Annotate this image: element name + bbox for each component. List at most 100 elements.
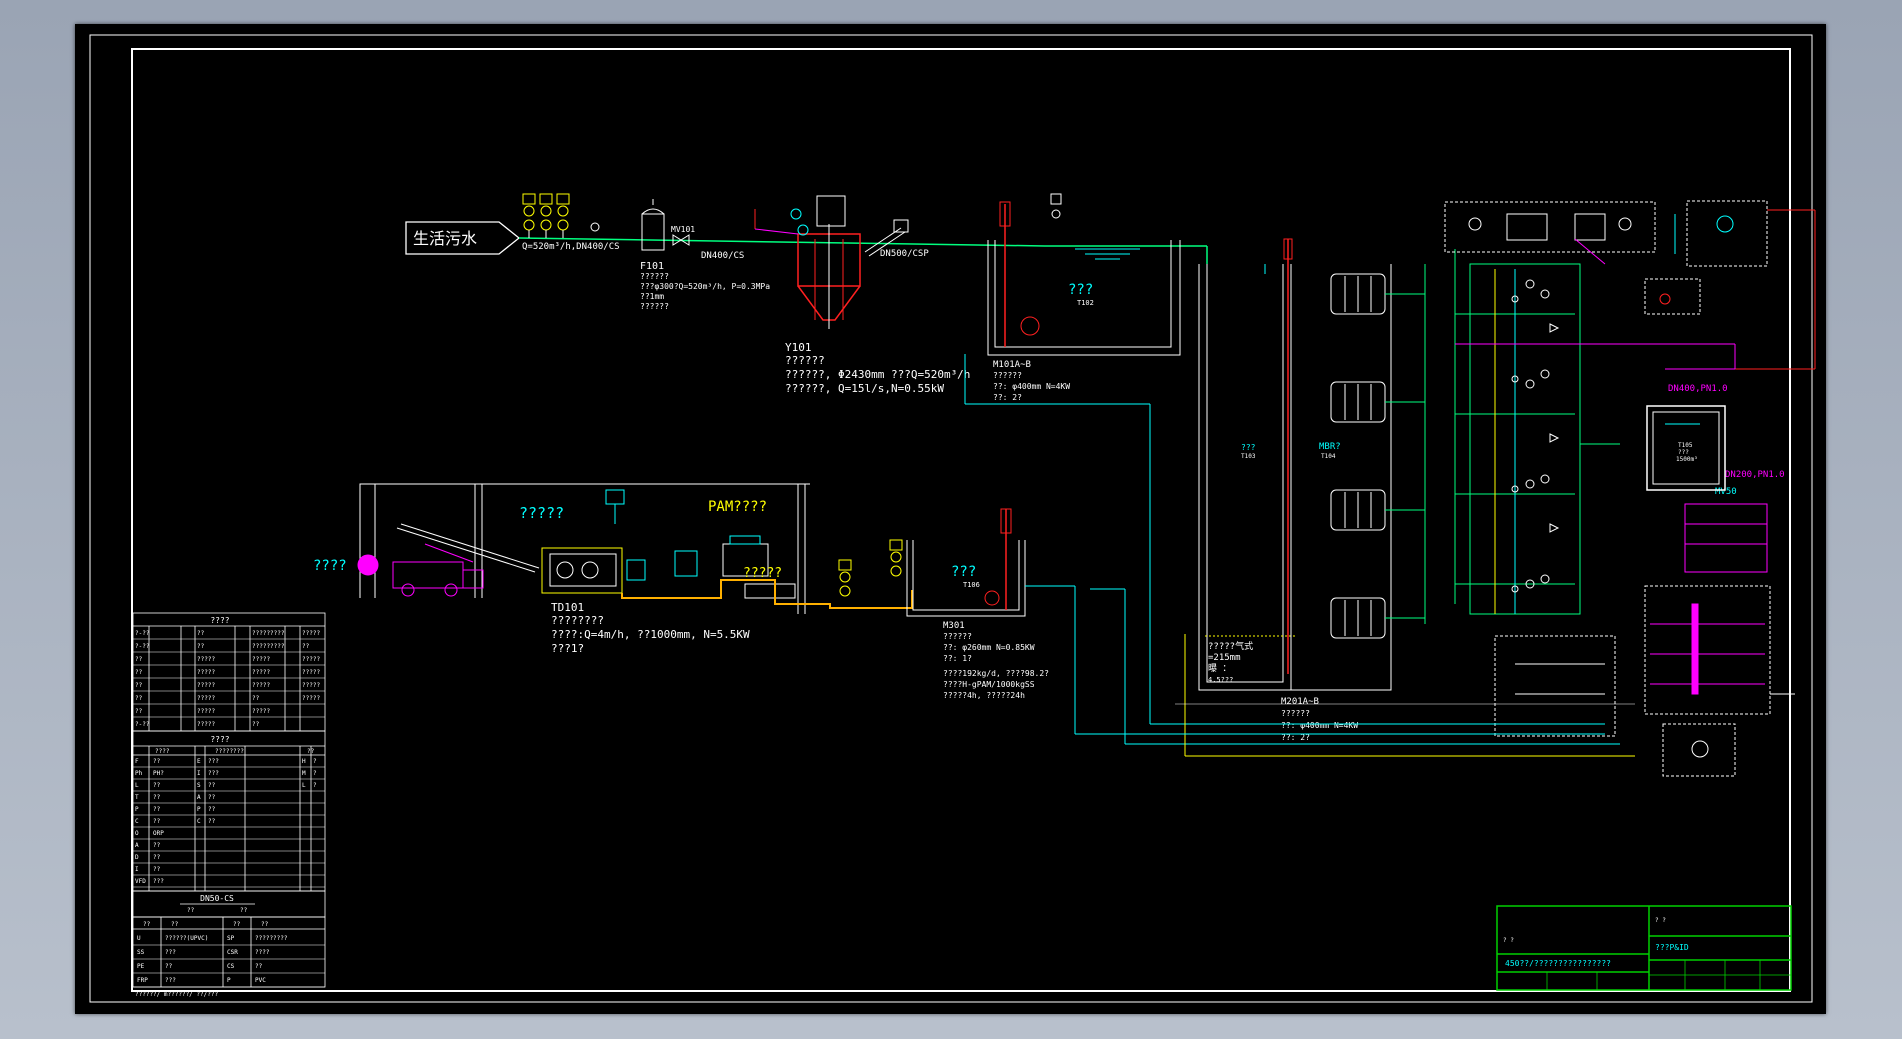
legend-code-cell: T <box>135 794 139 801</box>
legend-symbol-cell: ????? <box>197 682 215 689</box>
t105-volume: 1500m³ <box>1676 456 1698 463</box>
aeration-note-3: 曝 ： <box>1208 663 1231 674</box>
legend-material-cell: PE <box>137 963 145 970</box>
m201-label: M201A~B <box>1281 697 1319 707</box>
m101-desc-1: ?????? <box>993 371 1022 380</box>
legend-material-cell: ??? <box>165 949 176 956</box>
pipe-note-2: ?? <box>240 907 248 914</box>
t105-name: ??? <box>1678 449 1689 456</box>
legend-symbol-cell: ????? <box>197 656 215 663</box>
m201-desc-2: ??: φ400mm N=4KW <box>1281 721 1358 730</box>
magenta-lines: DN400,PN1.0 DN200,PN1.0 MV50 <box>1455 343 1785 573</box>
legend-material-cell: ??? <box>165 977 176 984</box>
title-small-right: ? ? <box>1655 917 1666 924</box>
legend-code-cell: I <box>197 770 201 777</box>
legend-symbol-cell: ????????? <box>252 643 285 650</box>
td101-desc-1: ???????? <box>551 614 604 627</box>
pam-dosing: PAM???? ????? <box>674 499 796 599</box>
sludge-truck: ???? <box>313 523 540 597</box>
legend-symbol-cell: ?? <box>135 708 143 715</box>
legend-symbol-cell: ????? <box>302 682 320 689</box>
legend-material-cell: ?? <box>255 963 263 970</box>
y101-desc-1: ?????? <box>785 354 825 367</box>
legend-code-cell: ORP <box>153 830 164 837</box>
m101-label: M101A~B <box>993 360 1031 370</box>
inner-frame <box>131 48 1791 992</box>
legend-symbol-cell: ?? <box>135 669 143 676</box>
dn400cs-label: DN400/CS <box>701 251 744 261</box>
legend-material-cell: SS <box>137 949 145 956</box>
legend-symbol-cell: ????? <box>302 695 320 702</box>
dn200-pn-label: DN200,PN1.0 <box>1725 470 1785 480</box>
legend-symbol-cell: ?? <box>302 643 310 650</box>
legend-material-cell: CS <box>227 963 235 970</box>
legend-material-cell: P <box>227 977 231 984</box>
tank-t106: ??? T106 M301 ?????? ??: φ260mm N=0.85KW… <box>906 508 1605 735</box>
legend-symbol-cell: ?? <box>252 695 260 702</box>
tank-t105: T105 ??? 1500m³ <box>1646 405 1726 491</box>
legend-symbol-cell: ?? <box>252 721 260 728</box>
legend-symbol-cell: ????? <box>252 656 270 663</box>
y101-desc-2: ??????, Φ2430mm ???Q=520m³/h <box>785 368 970 381</box>
legend-head-2a: ???? <box>155 748 170 755</box>
y101-label: Y101 <box>785 341 812 354</box>
legend-head-2c: ?? <box>307 748 315 755</box>
outer-frame <box>89 34 1813 1003</box>
legend-material-head-cell: ?? <box>233 921 241 928</box>
legend-symbol-cell: ????? <box>197 708 215 715</box>
project-name: 450??/???????????????? <box>1505 959 1611 968</box>
legend-material-cell: ??????(UPVC) <box>165 935 208 942</box>
mbr-tag: T104 <box>1321 453 1336 460</box>
legend-code-cell: A <box>135 842 139 849</box>
legend-code-cell: ?? <box>153 818 161 825</box>
drawing-name: ???P&ID <box>1655 943 1689 952</box>
m301-desc-1: ?????? <box>943 632 972 641</box>
t102-tag: T102 <box>1077 299 1094 307</box>
legend-symbol-cell: ????? <box>252 669 270 676</box>
legend-material-cell: SP <box>227 935 235 942</box>
legend-code-cell: ??? <box>208 758 219 765</box>
legend-symbol-cell: ?-?? <box>135 721 150 728</box>
legend-code-cell: P <box>135 806 139 813</box>
legend-head-2b: ???????? <box>215 748 244 755</box>
legend-material-cell: ????????? <box>255 935 288 942</box>
main-inlet-pipe: Q=520m³/h,DN400/CS DN400/CS DN500/CSP <box>518 237 1208 264</box>
t103-name: ??? <box>1241 443 1256 452</box>
legend-code-cell: ?? <box>153 842 161 849</box>
legend-symbol-cell: ?-?? <box>135 630 150 637</box>
m301-desc-5: ????H-gPAM/1000kgSS <box>943 680 1035 689</box>
td101-desc-2: ????:Q=4m/h, ??1000mm, N=5.5KW <box>551 628 750 641</box>
pid-drawing: 生活污水 Q=520m³/h,DN400/CS DN400/CS DN500/C… <box>89 34 1816 1003</box>
y101-desc-3: ??????, Q=15l/s,N=0.55kW <box>785 382 944 395</box>
f101-desc-2: ???φ300?Q=520m³/h, P=0.3MPa <box>640 282 770 291</box>
m201-desc-1: ?????? <box>1281 709 1310 718</box>
mv101-label: MV101 <box>671 225 695 234</box>
legend-material-cell: ?? <box>165 963 173 970</box>
sludge-instruments <box>838 539 903 597</box>
legend-symbol-cell: ????? <box>252 682 270 689</box>
legend-symbol-cell: ?? <box>197 630 205 637</box>
legend-material-head-cell: ?? <box>143 921 151 928</box>
legend-material-cell: U <box>137 935 141 942</box>
pipe-note-1: ?? <box>187 907 195 914</box>
legend-symbol-cell: ????????? <box>252 630 285 637</box>
t106-tag: T106 <box>963 581 980 589</box>
dn500cs-label: DN500/CSP <box>880 249 929 259</box>
m301-desc-4: ????192kg/d, ????98.2? <box>943 669 1049 678</box>
f101-label: F101 <box>640 261 664 272</box>
legend-code-cell: ? <box>313 782 317 789</box>
legend-code-cell: E <box>197 758 201 765</box>
tank-mbr: MBR? T104 M201A~B ?????? ??: φ400mm N=4K… <box>1281 238 1392 742</box>
tank-t103: ??? T103 ?????气式 =215mm 曝 ： 4.5??? <box>1198 264 1295 691</box>
legend-symbol-cell: ????? <box>302 669 320 676</box>
t105-tag: T105 <box>1678 442 1693 449</box>
pam-label: PAM???? <box>708 499 767 515</box>
t102-name: ??? <box>1068 282 1093 298</box>
m101-desc-2: ??: φ400mm N=4KW <box>993 382 1070 391</box>
legend-material-head-cell: ?? <box>171 921 179 928</box>
aeration-note-4: 4.5??? <box>1208 676 1233 684</box>
aeration-note-1: ?????气式 <box>1208 640 1253 652</box>
permeate-piping <box>1385 249 1620 624</box>
legend-title-2: ???? <box>210 735 229 744</box>
flow-pipe-label: Q=520m³/h,DN400/CS <box>522 242 620 252</box>
